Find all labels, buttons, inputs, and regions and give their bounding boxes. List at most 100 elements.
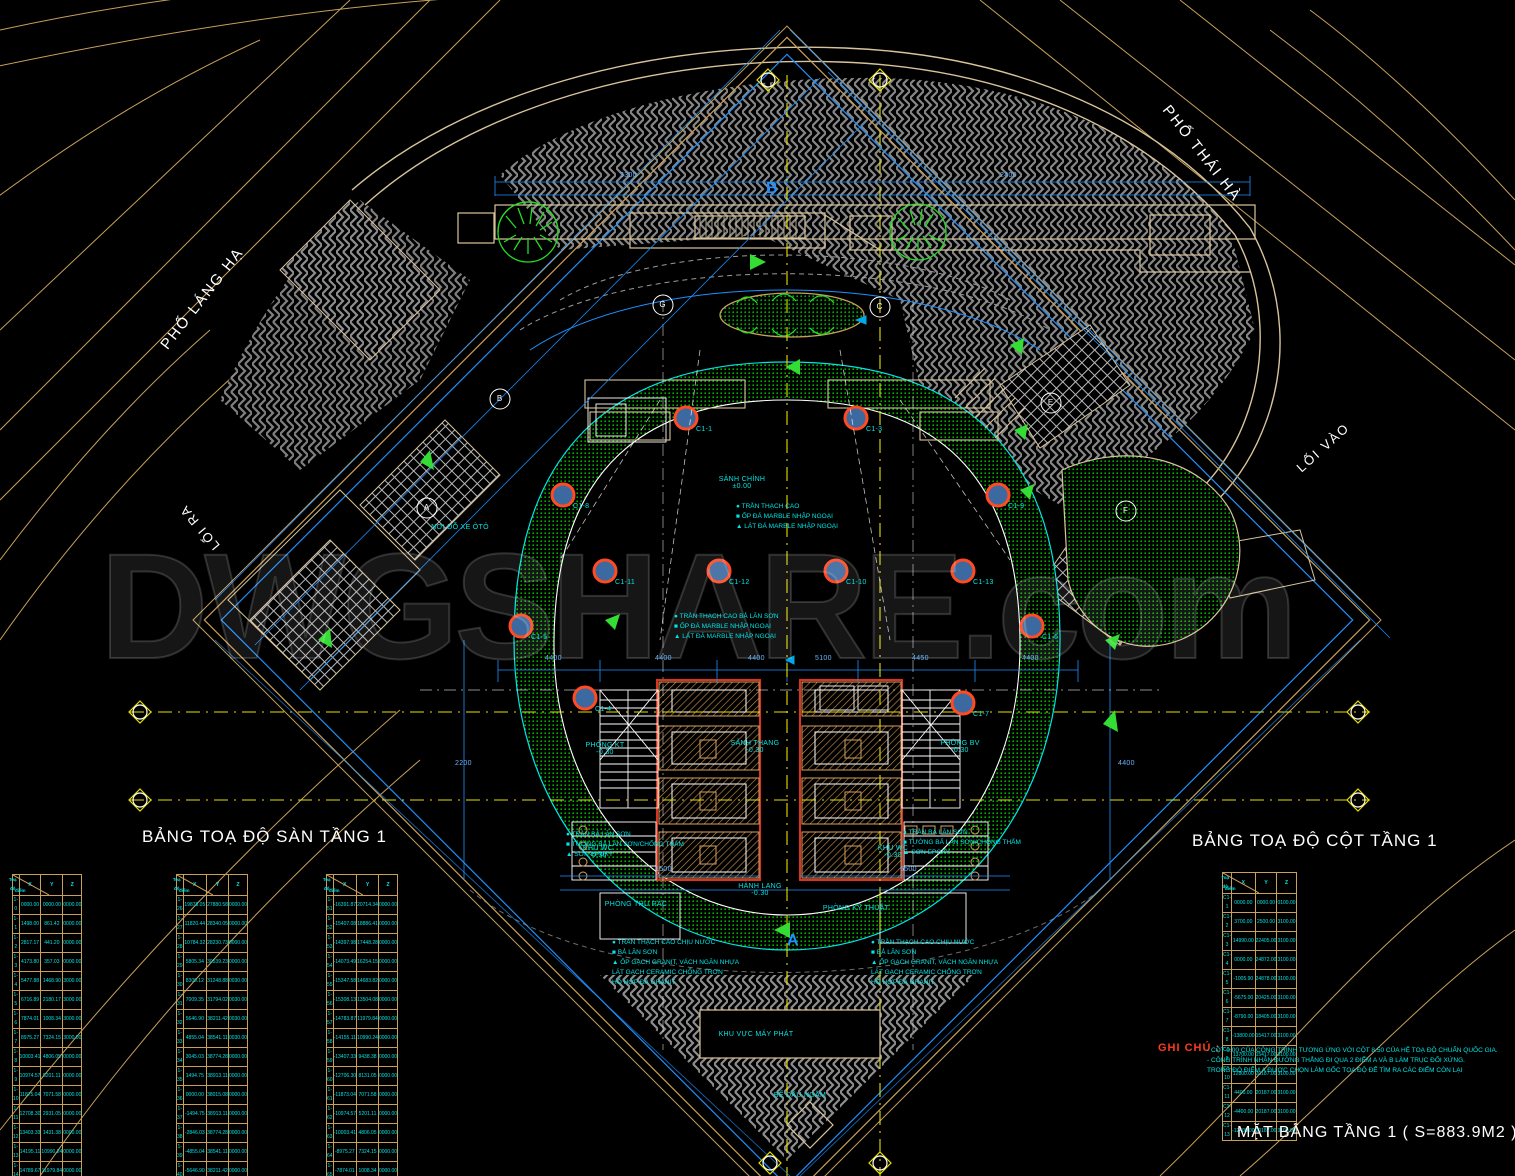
material-note: ● TRẦN THẠCH CAO CHỊU NƯỚC■ BẢ LĂN SƠN▲ … [871,938,998,988]
dimension-value: 4400 [1022,655,1039,662]
grid-circle-g: G [659,300,666,309]
room-level: -0.30 [951,747,969,754]
room-name: SẢNH THANG [730,740,780,747]
coord-cell: 5646.90 [182,1009,208,1029]
room-name: KHU WC [582,845,614,852]
floor-table-3[interactable]: Toạ độđiểmXYZ1-51-16391.8720714.340000.0… [323,874,399,1176]
coord-cell: 12708.30 [18,1104,42,1124]
coord-cell: 3100.00 [1276,969,1297,989]
room-level: -0.30 [589,852,607,859]
point-id-cell: C1-2 [1221,912,1233,932]
coord-cell: 3100.00 [1276,950,1297,970]
coord-cell: -16391.87 [332,895,358,915]
coord-cell: 1498.00 [18,914,42,934]
room-label: PHÒNG THU RÁC [605,901,668,908]
coord-cell: 22405.00 [1254,931,1278,951]
dimension-value: 6500 [900,866,917,873]
coord-cell: 8975.27 [18,1028,42,1048]
coord-cell: 20425.00 [1254,988,1278,1008]
column-callout: C1-12 [729,579,750,586]
dimension-value: 5100 [815,655,832,662]
floor-table-2[interactable]: Toạ độđiểmXYZ1-2619878.0527880.580000.00… [173,874,249,1176]
note-line: TRONG ĐÓ ĐIỂM A ĐƯỢC CHỌN LÀM GỐC TỌA ĐỘ… [1207,1067,1463,1074]
coord-cell: 16254.15 [356,952,379,972]
material-note-line: ▲ LÁT ĐÁ MARBLE NHẬP NGOẠI [674,633,776,640]
coord-cell: 4400.00 [1231,1083,1256,1103]
point-id-cell: C1-6 [1221,988,1233,1008]
coord-cell: 38913.11 [206,1104,229,1124]
coord-cell: -10003.41 [332,1123,358,1143]
dimension-value: 3300 [620,172,637,179]
coord-cell: 1431.38 [40,1123,64,1143]
material-note: ● TRẦN BẢ LĂN SƠN■ TƯỜNG BẢ LĂN SƠN/CHỐN… [566,830,684,860]
coord-cell: 3000.00 [62,1009,83,1029]
coord-cell: 0000.00 [377,1047,399,1067]
table-header: Z [227,874,249,896]
coord-cell: 11820.44 [182,914,208,934]
material-note-line: ▲ LÁT ĐÁ MARBLE NHẬP NGOẠI [736,523,838,530]
floor-table-1[interactable]: Toạ độđiểmXYZ1-00000.000000.000000.001-1… [9,874,83,1176]
coord-cell: 38774.28 [206,1047,229,1067]
dimension-value: 4400 [545,655,562,662]
coord-cell: 38541.11 [206,1028,229,1048]
